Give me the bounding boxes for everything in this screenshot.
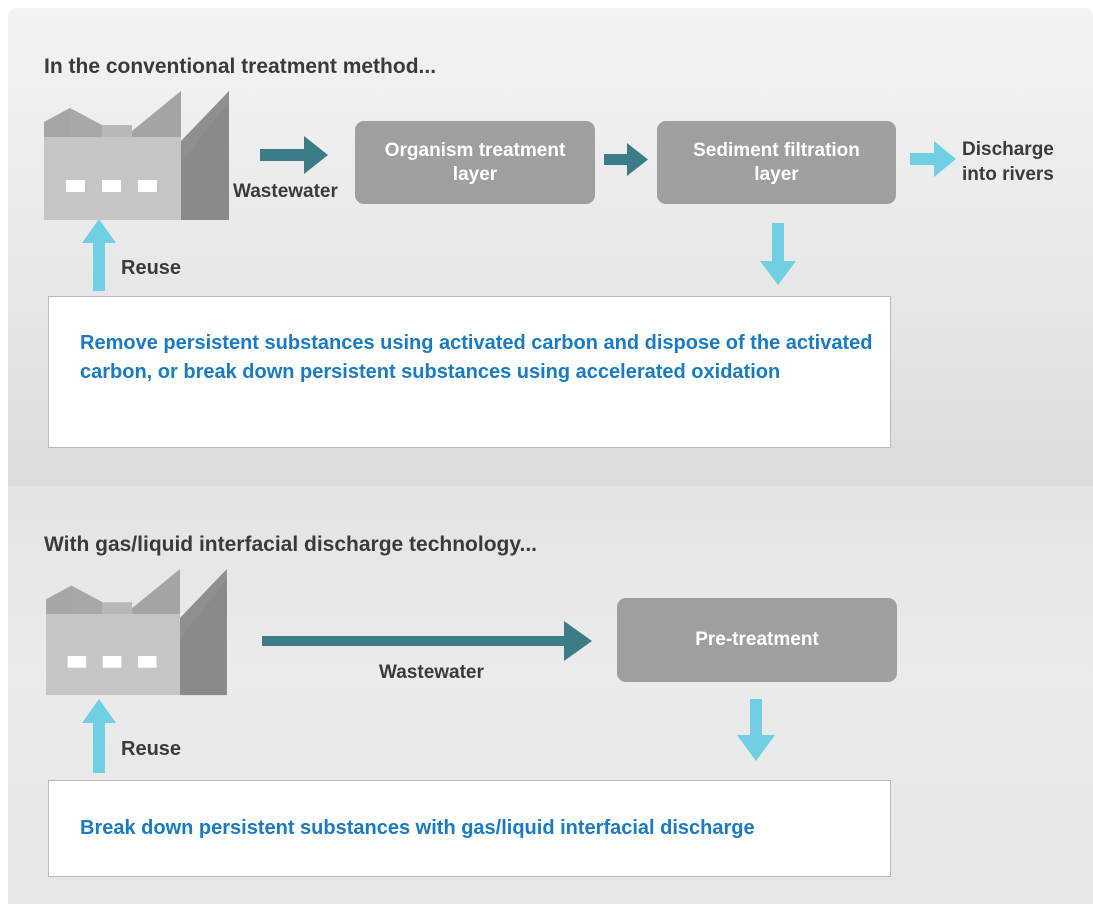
- conventional-result-text: Remove persistent substances using activ…: [80, 332, 873, 383]
- gas-liquid-result-text: Break down persistent substances with ga…: [80, 817, 755, 839]
- conventional-result-box: [48, 296, 891, 448]
- arrow-down-icon: [737, 699, 775, 761]
- arrow-right-icon: [910, 141, 956, 177]
- reuse-label: Reuse: [121, 257, 182, 279]
- organism-treatment-box: Organism treatment layer: [355, 121, 595, 204]
- gas-liquid-result-box: [48, 780, 891, 877]
- arrow-down-icon: [760, 223, 796, 285]
- sediment-filtration-box: Sediment filtration layer: [657, 121, 896, 204]
- factory-icon: [46, 569, 227, 696]
- pre-treatment-box: Pre-treatment: [617, 598, 897, 682]
- conventional-heading: In the conventional treatment method...: [44, 55, 437, 78]
- gas-liquid-heading: With gas/liquid interfacial discharge te…: [44, 533, 537, 556]
- arrow-right-icon: [262, 621, 592, 661]
- discharge-label: Discharge into rivers: [962, 139, 1054, 185]
- arrow-right-icon: [260, 136, 328, 174]
- arrow-right-icon: [604, 143, 648, 176]
- factory-icon: [44, 91, 229, 220]
- arrow-up-icon: [82, 699, 116, 773]
- reuse-label: Reuse: [121, 738, 182, 760]
- wastewater-label: Wastewater: [233, 181, 338, 202]
- arrow-up-icon: [82, 219, 116, 291]
- wastewater-label: Wastewater: [379, 662, 484, 683]
